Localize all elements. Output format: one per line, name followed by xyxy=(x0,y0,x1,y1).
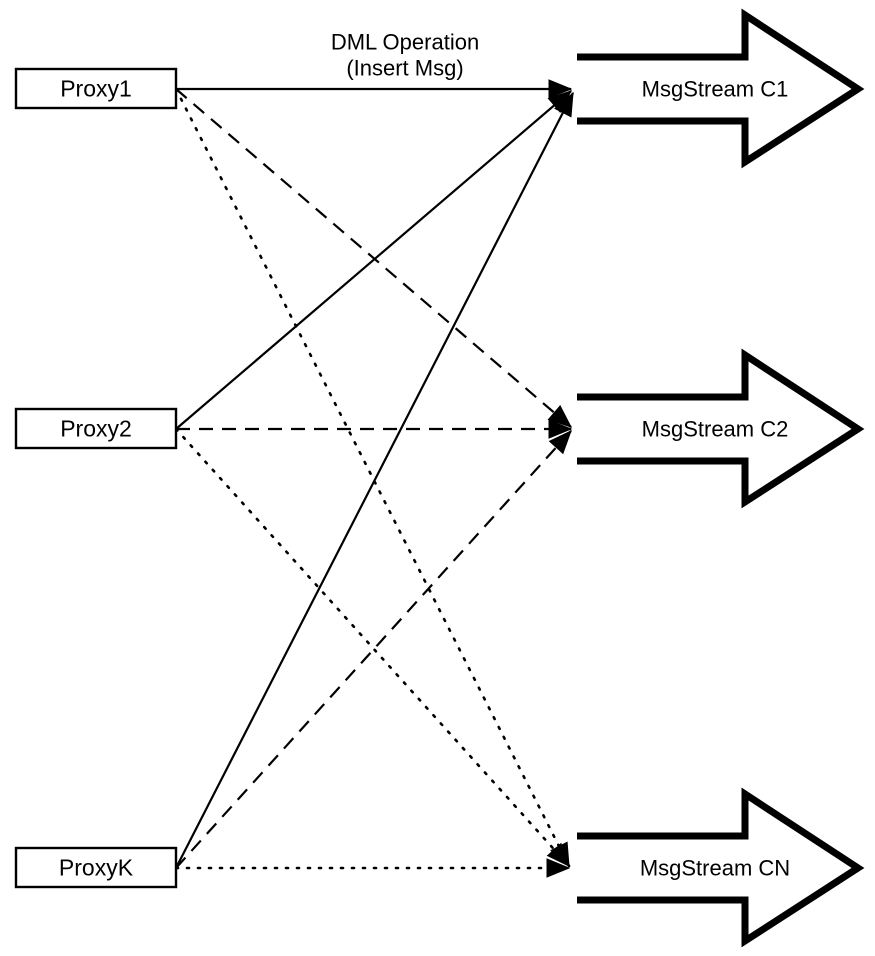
proxy-box-proxy1[interactable] xyxy=(14,67,178,110)
stream-label-msgstream-cn: MsgStream CN xyxy=(640,856,790,881)
arrowhead-proxy1-to-c1 xyxy=(548,79,573,99)
edge-proxy1-to-cn xyxy=(174,87,571,868)
proxy-label-proxy2: Proxy2 xyxy=(60,416,132,442)
proxy-label-proxy1: Proxy1 xyxy=(60,76,132,102)
annotation-dml-operation-line1: DML Operation xyxy=(331,30,479,55)
edge-proxy2-to-c1 xyxy=(175,90,572,430)
edges-group xyxy=(174,87,574,870)
stream-arrow-msgstream-c1[interactable] xyxy=(577,8,865,169)
stream-arrow-msgstream-c2[interactable] xyxy=(577,348,865,509)
stream-arrow-msgstream-cn[interactable] xyxy=(577,787,865,948)
stream-label-msgstream-c1: MsgStream C1 xyxy=(642,77,789,102)
proxy-box-proxy2[interactable] xyxy=(14,407,178,450)
arrowhead-proxy1-to-c2 xyxy=(547,404,573,428)
streams-group: MsgStream C1 MsgStream C2 MsgStream CN xyxy=(577,8,865,948)
arrowheads-group xyxy=(546,79,574,878)
edge-proxyk-to-c1 xyxy=(175,92,574,869)
arrowhead-proxyk-to-c1 xyxy=(554,91,574,118)
arrowhead-proxy2-to-cn xyxy=(546,842,570,867)
edge-proxy2-to-cn xyxy=(174,427,571,868)
arrowhead-proxyk-to-cn xyxy=(546,858,571,878)
proxy-box-proxyk[interactable] xyxy=(14,846,178,889)
annotations-group: DML Operation(Insert Msg) xyxy=(331,30,479,81)
edge-proxyk-to-c2 xyxy=(175,430,572,869)
edge-proxy1-to-c2 xyxy=(175,88,572,428)
stream-label-msgstream-c2: MsgStream C2 xyxy=(642,417,789,442)
arrowhead-proxy2-to-c2 xyxy=(548,419,573,439)
proxy-label-proxyk: ProxyK xyxy=(59,855,134,881)
arrowhead-proxyk-to-c2 xyxy=(548,430,572,455)
annotation-dml-operation-line2: (Insert Msg) xyxy=(346,56,463,81)
